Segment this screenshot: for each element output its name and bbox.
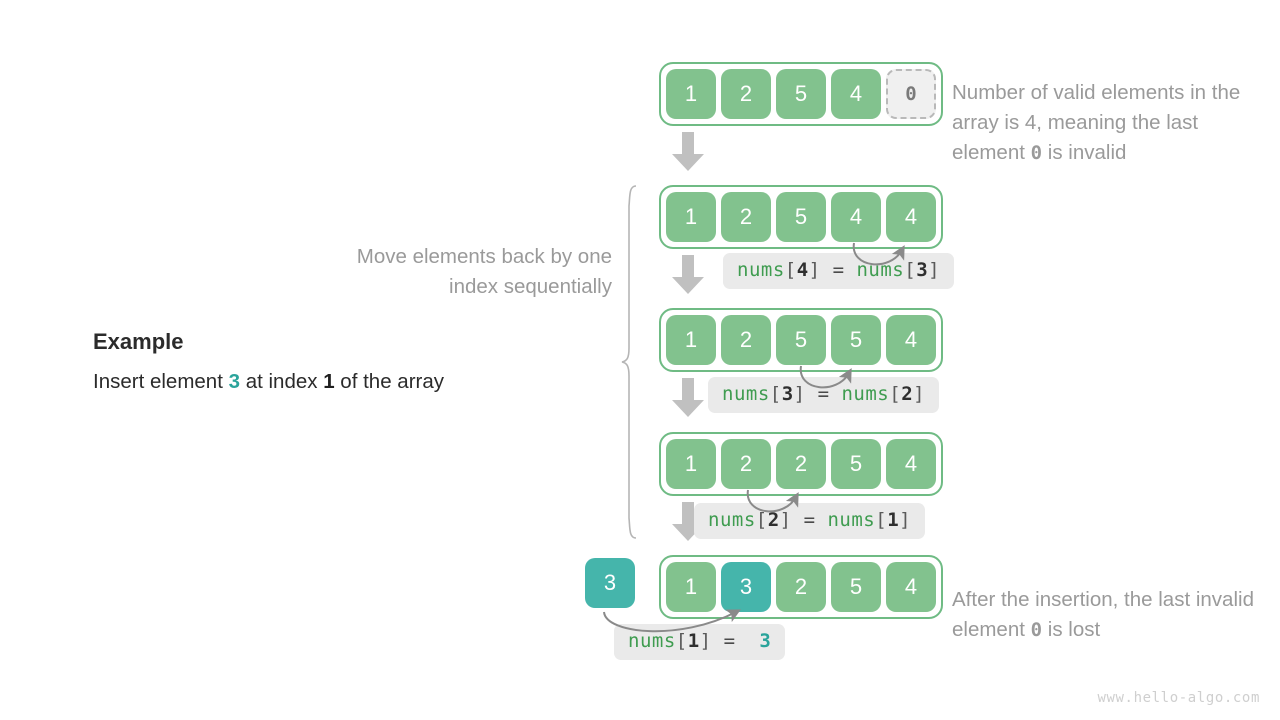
code-nums3-eq-nums2: nums[3] = nums[2] xyxy=(708,377,940,413)
array-cell: 2 xyxy=(721,439,771,489)
example-insert-index: 1 xyxy=(323,370,335,393)
bracket-open-icon: [ xyxy=(889,383,902,405)
code-lhs-fn: nums xyxy=(737,259,785,281)
bracket-open-icon: [ xyxy=(784,259,797,281)
note-after-insertion: After the insertion, the last invalid el… xyxy=(952,555,1257,645)
note-top-mono-zero: 0 xyxy=(1030,142,1043,164)
example-text-prefix: Insert element xyxy=(93,370,229,393)
code-equals: = xyxy=(723,630,736,652)
array-cell: 5 xyxy=(776,192,826,242)
code-rhs-index: 2 xyxy=(901,383,914,405)
watermark: www.hello-algo.com xyxy=(1097,690,1260,706)
array-cell: 2 xyxy=(721,192,771,242)
code-lhs-index: 3 xyxy=(781,383,794,405)
bracket-open-icon: [ xyxy=(755,509,768,531)
down-arrow-icon xyxy=(671,255,705,295)
code-nums1-eq-3: nums[1] = 3 xyxy=(614,624,786,660)
array-cell: 4 xyxy=(886,192,936,242)
note-top-part2: is invalid xyxy=(1042,141,1127,164)
bracket-close-icon: ] xyxy=(808,259,821,281)
note-valid-elements: Number of valid elements in the array is… xyxy=(952,48,1257,168)
curly-brace-icon xyxy=(621,185,637,539)
code-rhs-fn: nums xyxy=(841,383,890,405)
note-top-part1: Number of valid elements in the array is… xyxy=(952,81,1241,164)
array-initial: 1 2 5 4 0 xyxy=(659,62,943,126)
bracket-close-icon: ] xyxy=(779,509,792,531)
code-lhs-index: 2 xyxy=(767,509,780,531)
down-arrow-icon xyxy=(671,132,705,172)
code-rhs-index: 1 xyxy=(887,509,900,531)
code-rhs-index: 3 xyxy=(916,259,929,281)
code-rhs-fn: nums xyxy=(827,509,876,531)
code-equals: = xyxy=(817,383,830,405)
down-arrow-icon xyxy=(671,378,705,418)
array-cell: 1 xyxy=(666,562,716,612)
array-cell-inserted: 3 xyxy=(721,562,771,612)
example-text-middle: at index xyxy=(240,370,324,393)
array-cell: 2 xyxy=(776,562,826,612)
bracket-open-icon: [ xyxy=(904,259,917,281)
array-cell: 5 xyxy=(831,439,881,489)
code-lhs-fn: nums xyxy=(722,383,770,405)
code-equals: = xyxy=(832,259,845,281)
array-cell: 4 xyxy=(831,69,881,119)
bracket-open-icon: [ xyxy=(875,509,888,531)
example-title: Example xyxy=(93,329,184,354)
array-cell: 5 xyxy=(831,315,881,365)
array-cell: 5 xyxy=(776,69,826,119)
array-cell: 4 xyxy=(886,562,936,612)
code-lhs-index: 4 xyxy=(796,259,809,281)
example-text-suffix: of the array xyxy=(334,370,444,393)
bracket-open-icon: [ xyxy=(675,630,688,652)
insert-value-box: 3 xyxy=(585,558,635,608)
array-cell: 2 xyxy=(721,315,771,365)
array-cell-invalid: 0 xyxy=(886,69,936,119)
code-lhs-index: 1 xyxy=(687,630,700,652)
bracket-close-icon: ] xyxy=(928,259,941,281)
array-cell: 1 xyxy=(666,439,716,489)
bracket-close-icon: ] xyxy=(793,383,806,405)
bracket-close-icon: ] xyxy=(899,509,912,531)
array-cell: 1 xyxy=(666,192,716,242)
array-cell: 4 xyxy=(886,439,936,489)
array-step3: 1 2 2 5 4 xyxy=(659,432,943,496)
bracket-close-icon: ] xyxy=(699,630,712,652)
note-bottom-part1: After the insertion, the last invalid el… xyxy=(952,588,1254,641)
note-bottom-mono-zero: 0 xyxy=(1030,619,1043,641)
array-cell: 5 xyxy=(776,315,826,365)
array-cell: 1 xyxy=(666,69,716,119)
code-rhs-literal: 3 xyxy=(759,630,772,652)
array-cell: 4 xyxy=(831,192,881,242)
code-equals: = xyxy=(803,509,816,531)
code-nums2-eq-nums1: nums[2] = nums[1] xyxy=(694,503,926,539)
array-cell: 4 xyxy=(886,315,936,365)
array-cell: 2 xyxy=(776,439,826,489)
array-step2: 1 2 5 5 4 xyxy=(659,308,943,372)
code-lhs-fn: nums xyxy=(628,630,676,652)
example-description: Insert element 3 at index 1 of the array xyxy=(93,370,444,394)
array-cell: 5 xyxy=(831,562,881,612)
code-lhs-fn: nums xyxy=(708,509,756,531)
array-step1: 1 2 5 4 4 xyxy=(659,185,943,249)
array-final: 1 3 2 5 4 xyxy=(659,555,943,619)
code-rhs-fn: nums xyxy=(856,259,905,281)
array-cell: 1 xyxy=(666,315,716,365)
code-nums4-eq-nums3: nums[4] = nums[3] xyxy=(723,253,955,289)
example-insert-value: 3 xyxy=(228,370,240,393)
array-cell: 2 xyxy=(721,69,771,119)
note-bottom-part2: is lost xyxy=(1042,618,1101,641)
bracket-close-icon: ] xyxy=(913,383,926,405)
bracket-open-icon: [ xyxy=(769,383,782,405)
note-move-elements: Move elements back by one index sequenti… xyxy=(356,245,612,298)
